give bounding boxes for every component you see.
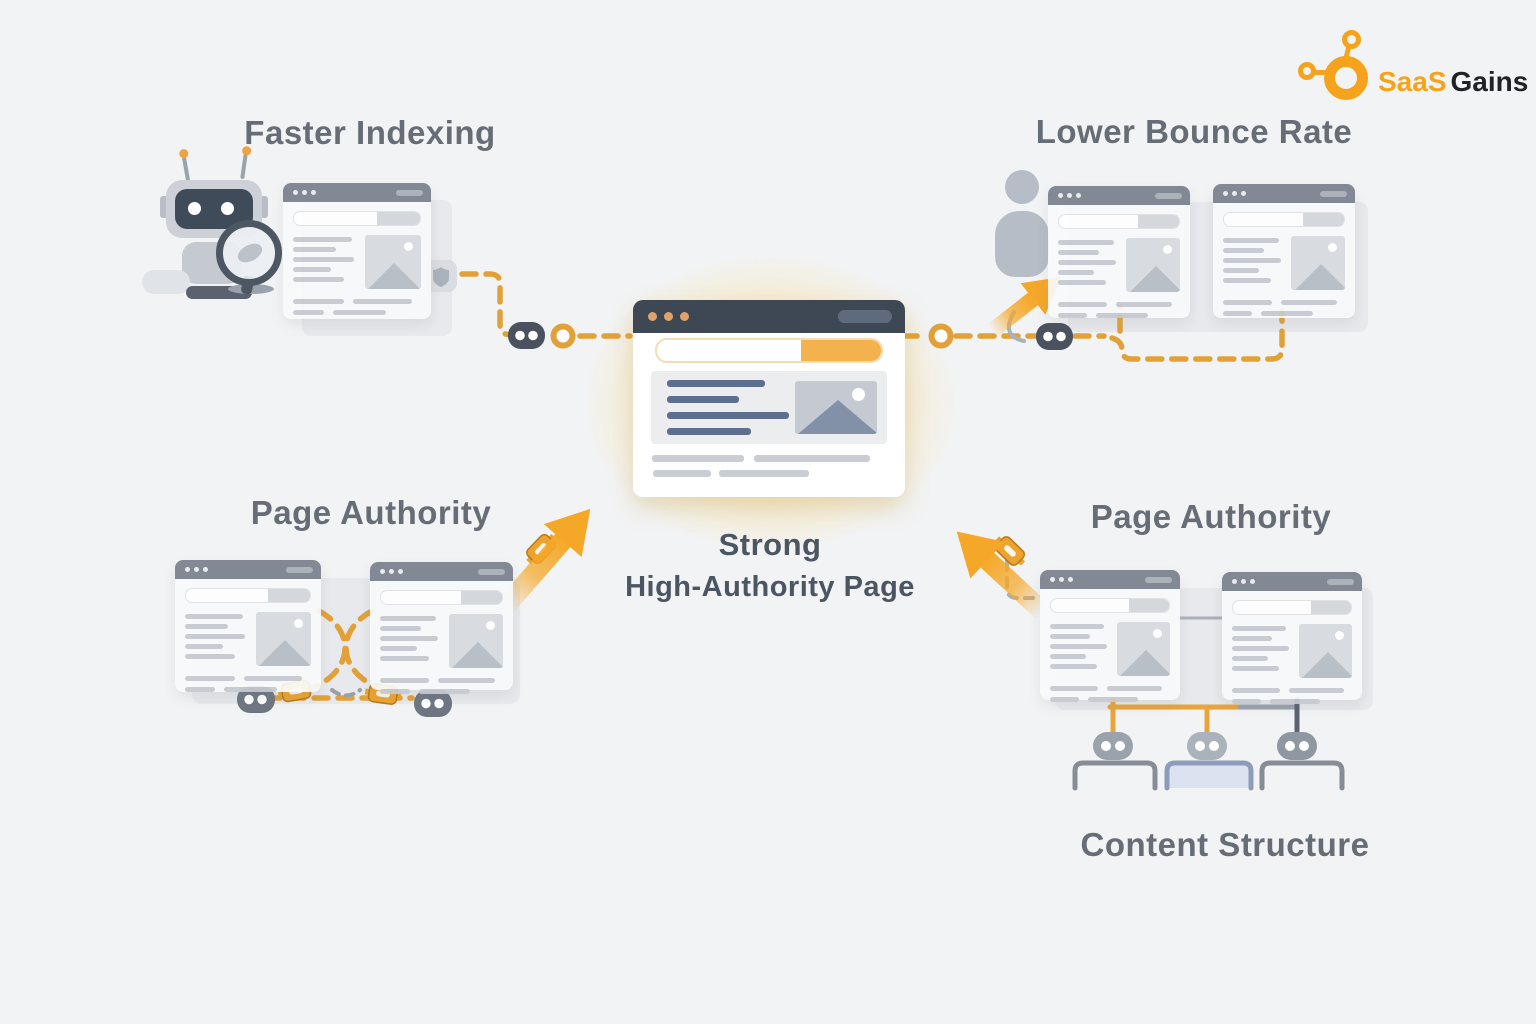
user-path-hook bbox=[1006, 310, 1026, 343]
heading-content-structure: Content Structure bbox=[1080, 826, 1370, 863]
browser-window bbox=[175, 560, 321, 692]
browser-window bbox=[1222, 572, 1362, 704]
heading-page-authority-right: Page Authority bbox=[1090, 498, 1332, 535]
central-label-line1: Strong bbox=[718, 527, 822, 562]
logo-text-secondary: Gains bbox=[1450, 66, 1529, 97]
browser-window bbox=[370, 562, 513, 694]
user-icon bbox=[995, 170, 1051, 280]
crawler-robot-icon bbox=[142, 145, 286, 315]
heading-page-authority-left: Page Authority bbox=[250, 494, 492, 531]
heading-faster-indexing: Faster Indexing bbox=[244, 114, 496, 151]
browser-window bbox=[283, 183, 431, 319]
link-graph-logo-icon bbox=[1296, 30, 1372, 100]
browser-window bbox=[1048, 186, 1190, 318]
content-bracket bbox=[1072, 760, 1345, 791]
browser-window bbox=[1213, 184, 1355, 318]
central-label-line2: High-Authority Page bbox=[625, 571, 915, 603]
browser-window bbox=[1040, 570, 1180, 702]
logo-text-primary: SaaS bbox=[1378, 66, 1447, 97]
link-icon-gray bbox=[1093, 732, 1317, 760]
central-page-label: Strong High-Authority Page bbox=[625, 523, 915, 609]
dashed-gray-path bbox=[1005, 559, 1035, 600]
central-browser-window bbox=[633, 300, 905, 497]
heading-lower-bounce-rate: Lower Bounce Rate bbox=[1035, 113, 1353, 150]
ring-node-icon bbox=[550, 323, 576, 349]
magnifier-icon bbox=[216, 220, 286, 310]
